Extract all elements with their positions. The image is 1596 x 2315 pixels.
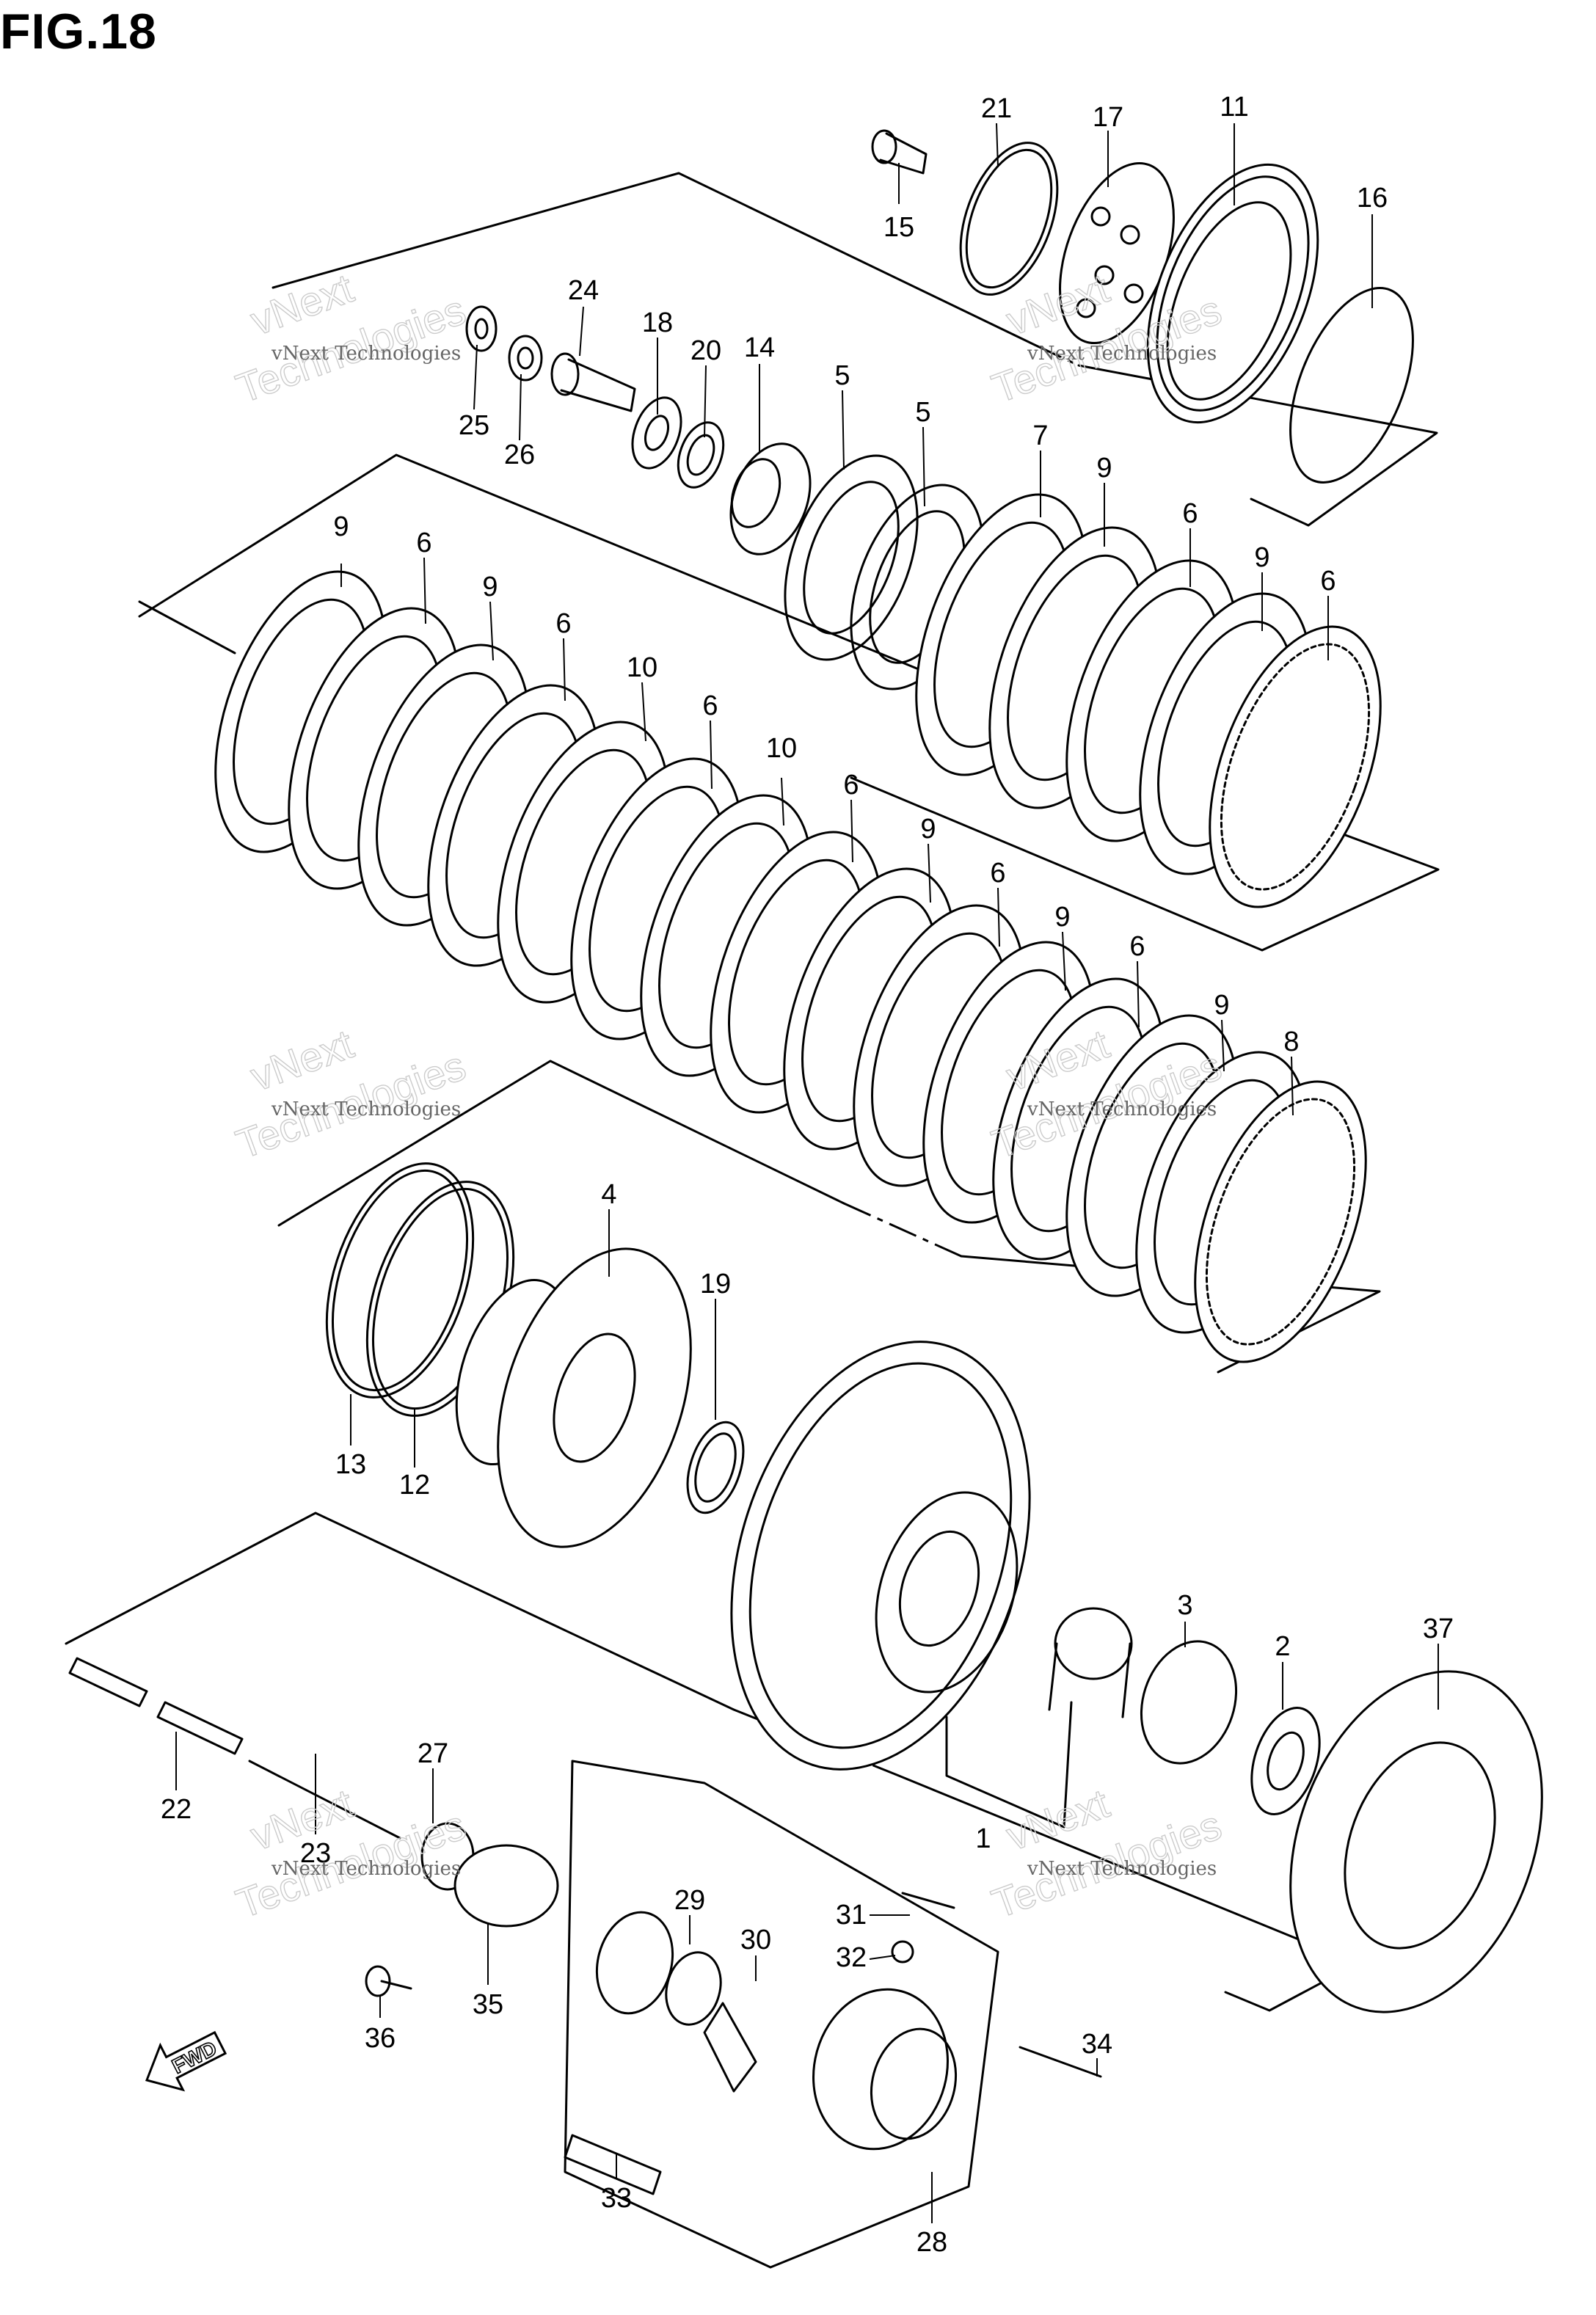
callout: 25 <box>459 410 489 441</box>
callout: 14 <box>744 332 775 363</box>
part-11-bearing <box>1146 163 1319 424</box>
fwd-arrow-icon: FWD <box>145 2030 227 2092</box>
callout: 10 <box>766 733 797 764</box>
part-18-bearing <box>631 396 682 470</box>
callout-labels: 21 17 11 16 15 24 18 20 14 25 26 5 5 7 9… <box>161 92 1454 2258</box>
callout: 6 <box>1320 566 1336 597</box>
callout: 34 <box>1082 2029 1112 2060</box>
clutch-hub-group <box>325 1162 745 1548</box>
watermark: vNext Technologies vNext Technologies <box>230 264 472 412</box>
callout: 12 <box>399 1470 430 1501</box>
part-17-plate <box>1059 161 1175 345</box>
part-21-circlip <box>959 142 1059 296</box>
clutch-plate-stack <box>214 454 1382 1363</box>
callout: 10 <box>627 652 657 683</box>
callout: 9 <box>333 511 349 542</box>
callout: 32 <box>836 1942 867 1973</box>
callout: 9 <box>920 814 936 845</box>
callout: 1 <box>975 1823 991 1854</box>
callout: 19 <box>700 1269 731 1299</box>
callout: 18 <box>642 307 673 338</box>
pressure-plate-group <box>465 129 1414 555</box>
callout: 22 <box>161 1794 192 1825</box>
callout: 23 <box>300 1838 331 1869</box>
part-25-washer <box>465 305 498 352</box>
callout: 6 <box>990 858 1005 889</box>
callout: 3 <box>1177 1590 1192 1621</box>
watermark: vNext Technologies vNext Technologies <box>230 1020 472 1168</box>
watermark-text: vNext Technologies <box>1027 1098 1217 1120</box>
part-26-lock-washer <box>508 335 543 382</box>
callout: 16 <box>1357 183 1388 214</box>
callout: 33 <box>601 2183 632 2214</box>
callout: 28 <box>917 2227 947 2258</box>
watermark: vNext Technologies vNext Technologies <box>985 1020 1228 1168</box>
part-24-push-piece <box>550 352 636 412</box>
assembly-outlines <box>65 172 1440 2269</box>
callout: 27 <box>418 1738 448 1769</box>
release-group <box>68 1657 1102 2195</box>
callout: 15 <box>883 212 914 243</box>
figure-title: FIG.18 <box>0 4 157 59</box>
callout: 6 <box>843 770 859 801</box>
callout: 6 <box>1182 498 1198 529</box>
watermark-text: vNext Technologies <box>271 1098 461 1120</box>
callout: 9 <box>1096 453 1112 484</box>
callout: 24 <box>568 275 599 306</box>
watermark: vNext Technologies vNext Technologies <box>230 1779 472 1928</box>
watermark-text: vNext Technologies <box>271 1858 461 1880</box>
callout: 6 <box>702 690 718 721</box>
watermark-text: vNext Technologies <box>1027 1858 1217 1880</box>
callout: 26 <box>504 440 535 470</box>
callout: 35 <box>473 1989 503 2020</box>
callout: 36 <box>365 2023 396 2054</box>
callout: 9 <box>1054 902 1070 933</box>
watermark: vNext Technologies vNext Technologies <box>985 1779 1228 1928</box>
clutch-housing-group <box>730 1341 1543 2013</box>
callout: 5 <box>915 397 930 428</box>
callout: 7 <box>1032 420 1048 451</box>
callout: 6 <box>416 528 431 558</box>
callout: 4 <box>601 1179 616 1210</box>
callout: 2 <box>1275 1631 1290 1662</box>
callout: 9 <box>1214 990 1229 1021</box>
callout: 30 <box>740 1925 771 1955</box>
callout: 37 <box>1423 1614 1454 1644</box>
callout: 21 <box>981 93 1012 124</box>
watermark-text: vNext Technologies <box>271 343 461 365</box>
part-20-washer <box>677 421 725 489</box>
watermark-text: vNext Technologies <box>1027 343 1217 365</box>
callout: 20 <box>690 335 721 366</box>
callout: 6 <box>555 608 571 639</box>
callout: 17 <box>1093 102 1123 133</box>
callout: 9 <box>482 572 498 602</box>
callout: 5 <box>834 360 850 391</box>
leader-lines <box>175 123 1439 2223</box>
callout: 11 <box>1220 92 1248 123</box>
callout: 8 <box>1283 1027 1299 1057</box>
part-16-shim <box>1289 287 1414 484</box>
part-14-sleeve <box>729 442 812 555</box>
callout: 6 <box>1129 931 1145 962</box>
part-15-bolt <box>871 129 928 175</box>
callout: 31 <box>836 1900 867 1931</box>
callout: 13 <box>335 1449 366 1480</box>
callout: 29 <box>674 1885 705 1916</box>
callout: 9 <box>1254 542 1269 573</box>
